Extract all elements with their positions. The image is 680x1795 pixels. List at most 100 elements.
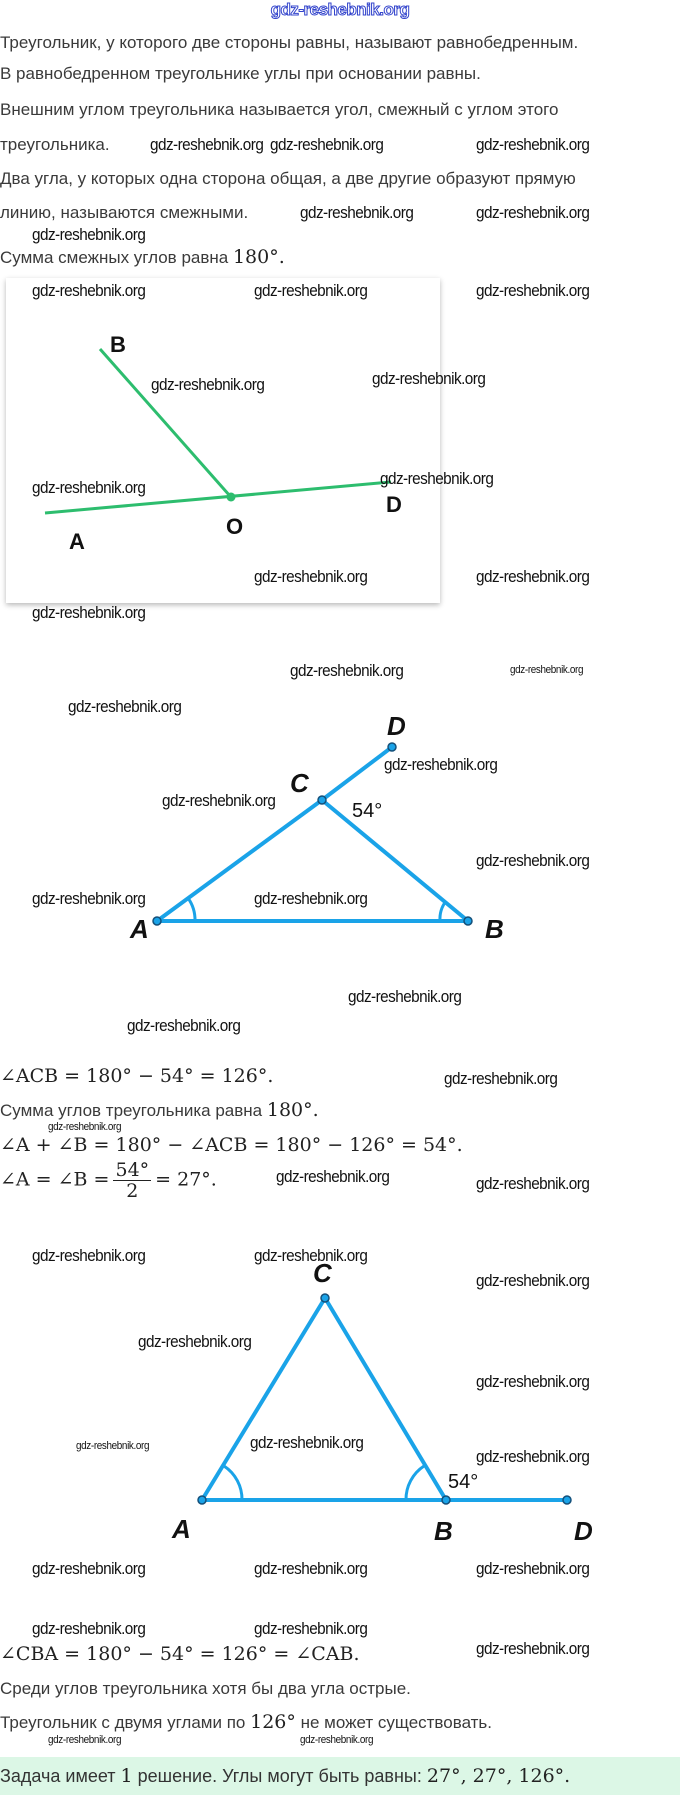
label-B: B (110, 332, 126, 357)
answer-banner: Задача имеет 1 решение. Углы могут быть … (0, 1757, 680, 1795)
solution-line: Треугольник с двумя углами по 126° не мо… (0, 1712, 492, 1733)
watermark: gdz-reshebnik.org (476, 203, 590, 222)
theory-line: треугольника. (0, 135, 110, 154)
point-C (320, 1293, 330, 1303)
triangle-figure-1: A B C D 54° (129, 711, 504, 944)
label-D: D (574, 1516, 593, 1546)
label-C: C (290, 768, 310, 798)
answer-part: Задача имеет (0, 1766, 116, 1786)
watermark: gdz-reshebnik.org (138, 1332, 252, 1351)
watermark: gdz-reshebnik.org (476, 567, 590, 586)
watermark: gdz-reshebnik.org (476, 1174, 590, 1193)
watermark: gdz-reshebnik.org (300, 1734, 374, 1746)
equation-angle-a-b: ∠A = ∠B =54°2= 27°. (0, 1160, 217, 1201)
angle-arc-B (438, 900, 448, 922)
watermark: gdz-reshebnik.org (476, 851, 590, 870)
point-B (441, 1495, 451, 1505)
eq-left: ∠A = ∠B = (0, 1168, 110, 1191)
triangle-figure-2: A B C D 54° (171, 1258, 593, 1546)
watermark: gdz-reshebnik.org (32, 1559, 146, 1578)
equation-acb: ∠ACB = 180° − 54° = 126°. (0, 1065, 274, 1087)
angle-value-54: 54° (352, 800, 382, 822)
solution-line: Сумма углов треугольника равна 180°. (0, 1100, 319, 1121)
adjacent-angles-figure: B O A D (44, 332, 402, 554)
watermark: gdz-reshebnik.org (290, 661, 404, 680)
theory-line: Два угла, у которых одна сторона общая, … (0, 169, 576, 188)
theory-line: Сумма смежных углов равна 180°. (0, 247, 285, 268)
solution-text: не может существовать. (300, 1713, 493, 1732)
point-C (317, 795, 327, 805)
watermark: gdz-reshebnik.org (254, 1246, 368, 1265)
theory-line: Внешним углом треугольника называется уг… (0, 100, 559, 119)
watermark: gdz-reshebnik.org (276, 1167, 390, 1186)
side-CB (320, 798, 470, 923)
point-A (197, 1495, 207, 1505)
watermark: gdz-reshebnik.org (444, 1069, 558, 1088)
watermark: gdz-reshebnik.org (254, 889, 368, 908)
answer-part: решение. Углы могут быть равны: (137, 1766, 422, 1786)
watermark: gdz-reshebnik.org (32, 478, 146, 497)
eq-right: = 27°. (155, 1168, 217, 1191)
watermark: gdz-reshebnik.org (254, 567, 368, 586)
theory-text: Сумма смежных углов равна (0, 248, 229, 267)
angle-arc-A (223, 1464, 244, 1501)
angle-value-54: 54° (448, 1471, 478, 1493)
watermark: gdz-reshebnik.org (32, 1619, 146, 1638)
theory-line: Треугольник, у которого две стороны равн… (0, 33, 579, 52)
watermark: gdz-reshebnik.org (384, 755, 498, 774)
label-A: A (129, 914, 149, 944)
label-O: O (226, 514, 243, 539)
watermark: gdz-reshebnik.org (254, 1619, 368, 1638)
watermark: gdz-reshebnik.org (76, 1440, 150, 1452)
solution-value: 180°. (266, 1099, 319, 1121)
label-B: B (485, 914, 504, 944)
side-AC (155, 798, 324, 923)
label-A: A (171, 1514, 191, 1544)
point-D (562, 1495, 572, 1505)
label-B: B (434, 1516, 453, 1546)
watermark: gdz-reshebnik.org (510, 664, 584, 676)
watermark: gdz-reshebnik.org (476, 1639, 590, 1658)
watermark: gdz-reshebnik.org (348, 987, 462, 1006)
side-CB (323, 1296, 448, 1502)
label-D: D (386, 492, 402, 517)
watermark: gdz-reshebnik.org (32, 889, 146, 908)
side-AC (200, 1296, 327, 1502)
label-C: C (313, 1258, 333, 1288)
equation-angle-sum: ∠A + ∠B = 180° − ∠ACB = 180° − 126° = 54… (0, 1134, 463, 1156)
line-AD (44, 480, 392, 515)
label-A: A (69, 529, 85, 554)
fraction-denominator: 2 (126, 1180, 139, 1202)
watermark: gdz-reshebnik.org (254, 1559, 368, 1578)
theory-line: В равнобедренном треугольнике углы при о… (0, 64, 481, 83)
point-A (152, 916, 162, 926)
answer-text: Задача имеет 1 решение. Углы могут быть … (0, 1766, 570, 1786)
watermark: gdz-reshebnik.org (32, 603, 146, 622)
solution-value: 126° (250, 1711, 296, 1733)
watermark: gdz-reshebnik.org (68, 697, 182, 716)
solution-text: Сумма углов треугольника равна (0, 1101, 263, 1120)
watermark: gdz-reshebnik.org (32, 1246, 146, 1265)
watermark: gdz-reshebnik.org (48, 1121, 122, 1133)
point-D (387, 742, 397, 752)
angle-arc-B (404, 1464, 425, 1501)
adjacent-angles-figure-card (6, 278, 440, 603)
watermark: gdz-reshebnik.org (476, 1271, 590, 1290)
watermark: gdz-reshebnik.org (254, 281, 368, 300)
point-O (226, 492, 236, 502)
label-D: D (387, 711, 406, 741)
equation-cba: ∠CBA = 180° − 54° = 126° = ∠CAB. (0, 1643, 360, 1665)
watermark: gdz-reshebnik.org (476, 135, 590, 154)
theory-value: 180°. (232, 246, 285, 268)
angle-arc-A (186, 897, 197, 922)
ray-OB (98, 348, 232, 497)
theory-line: линию, называются смежными. (0, 203, 249, 222)
solution-text: Треугольник с двумя углами по (0, 1713, 246, 1732)
answer-values: 27°, 27°, 126°. (426, 1765, 571, 1787)
watermark: gdz-reshebnik.org (476, 1559, 590, 1578)
watermark: gdz-reshebnik.org (476, 281, 590, 300)
watermark: gdz-reshebnik.org (300, 203, 414, 222)
watermark: gdz-reshebnik.org (270, 135, 384, 154)
watermark: gdz-reshebnik.org (250, 1433, 364, 1452)
watermark: gdz-reshebnik.org (32, 225, 146, 244)
